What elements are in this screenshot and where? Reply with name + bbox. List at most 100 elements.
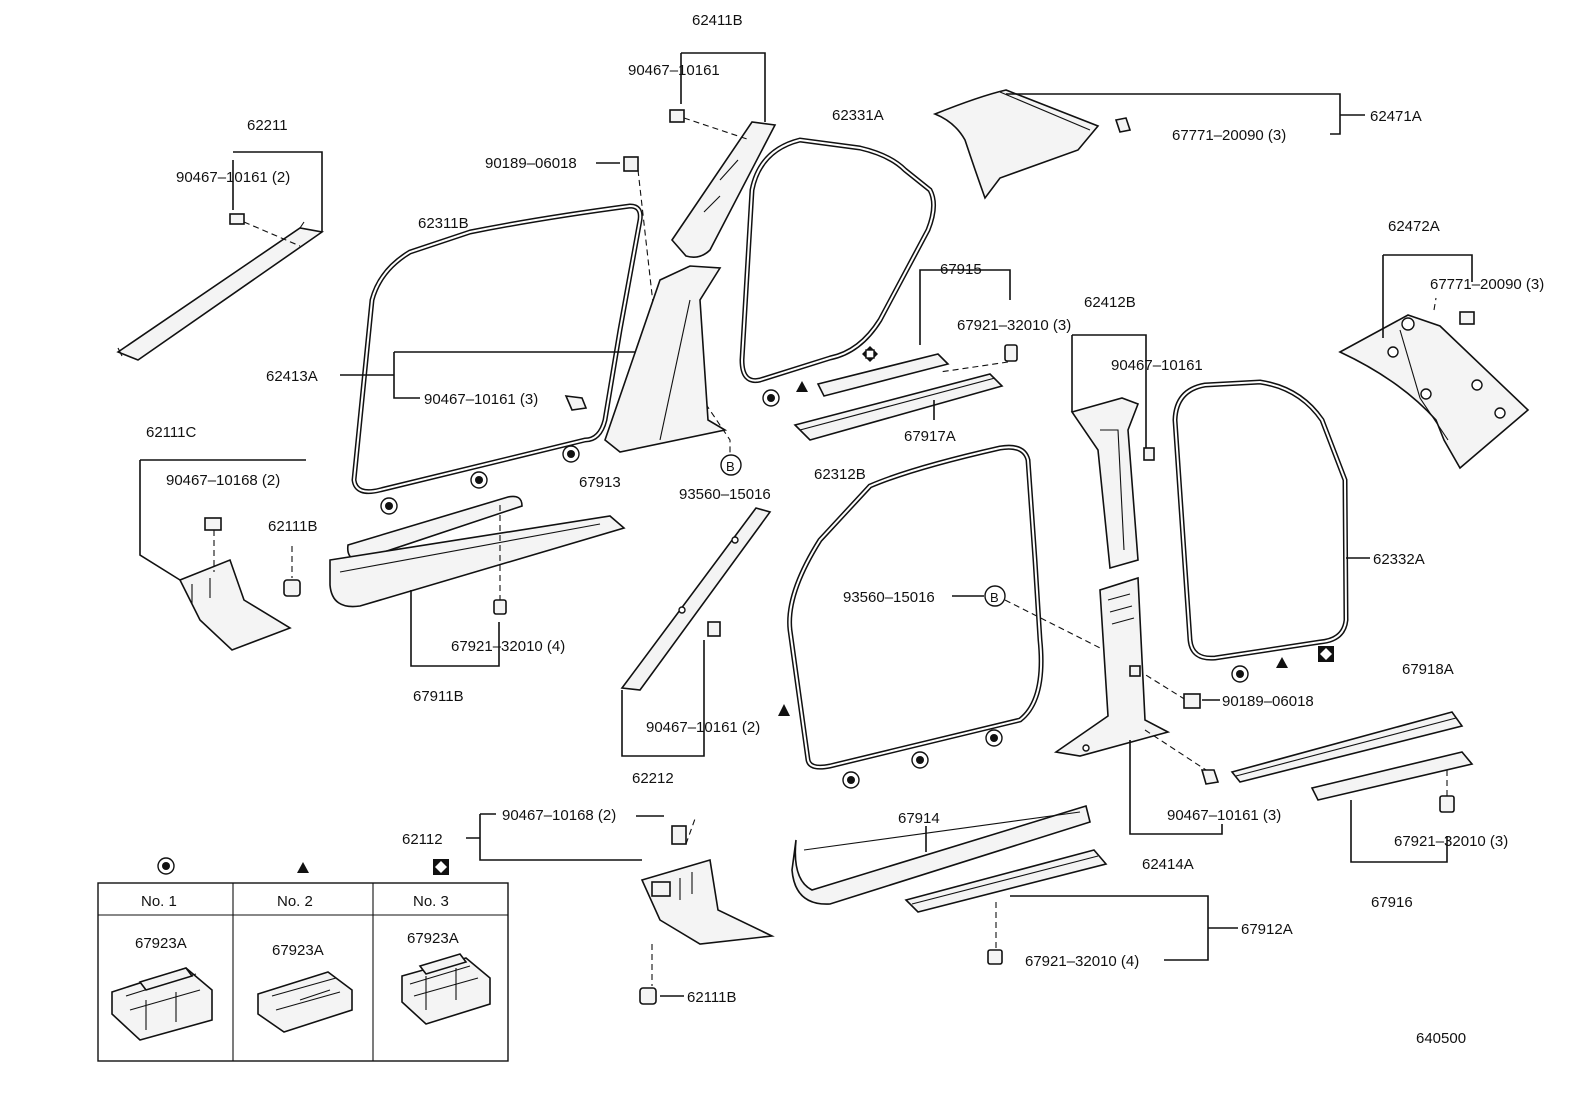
part-62112 xyxy=(640,825,775,945)
letter-B-a: B xyxy=(726,459,735,474)
label-67917A: 67917A xyxy=(904,428,956,445)
label-67915: 67915 xyxy=(940,261,982,278)
clip-drawing-no3 xyxy=(401,953,491,1025)
bracket-62471A xyxy=(1006,93,1365,135)
legend-header-2: No. 2 xyxy=(277,893,313,910)
bracket-62412B xyxy=(1071,334,1147,448)
bracket-67912A xyxy=(1010,895,1238,961)
label-90189-06018-b: 90189–06018 xyxy=(1222,693,1314,710)
part-62471A xyxy=(932,89,1132,200)
bracket-67916 xyxy=(1350,800,1448,863)
bracket-62414A xyxy=(1129,740,1223,835)
letter-B-b: B xyxy=(990,590,999,605)
screw-67921-a xyxy=(493,599,507,615)
bracket-67911B xyxy=(410,590,500,667)
screw-67921-b xyxy=(1004,344,1018,362)
label-62212: 62212 xyxy=(632,770,674,787)
label-90467-10161-b: 90467–10161 xyxy=(1111,357,1203,374)
clip-drawing-no2 xyxy=(257,971,353,1033)
label-90467-10168-2a: 90467–10168 (2) xyxy=(166,472,280,489)
part-62212 xyxy=(620,507,772,691)
part-67917A xyxy=(793,373,1004,441)
label-90467-10161-2b: 90467–10161 (2) xyxy=(646,719,760,736)
bracket-62411B xyxy=(680,52,766,122)
label-90467-10161-3b: 90467–10161 (3) xyxy=(1167,807,1281,824)
label-93560-15016-a: 93560–15016 xyxy=(679,486,771,503)
label-62211: 62211 xyxy=(247,117,288,134)
part-67915 xyxy=(816,346,950,397)
label-67921-32010-3a: 67921–32010 (3) xyxy=(957,317,1071,334)
label-90467-10168-2b: 90467–10168 (2) xyxy=(502,807,616,824)
label-67914: 67914 xyxy=(898,810,940,827)
label-62332A: 62332A xyxy=(1373,551,1425,568)
screw-67921-c xyxy=(987,949,1003,965)
label-62112: 62112 xyxy=(402,831,443,848)
legend-header-3: No. 3 xyxy=(413,893,449,910)
legend-part-1: 67923A xyxy=(135,935,187,952)
label-67913: 67913 xyxy=(579,474,621,491)
label-62411B: 62411B xyxy=(692,12,743,29)
label-62111C: 62111C xyxy=(146,424,196,441)
label-90189-06018-a: 90189–06018 xyxy=(485,155,577,172)
part-62211 xyxy=(116,213,325,361)
label-67916: 67916 xyxy=(1371,894,1413,911)
part-62311B xyxy=(351,203,643,515)
part-62312B xyxy=(787,444,1044,789)
label-67771-20090-3a: 67771–20090 (3) xyxy=(1172,127,1286,144)
dash-62112-top xyxy=(685,815,697,845)
legend-table xyxy=(97,882,509,1062)
label-62311B: 62311B xyxy=(418,215,469,232)
clip-drawing-no1 xyxy=(111,967,213,1041)
label-67921-32010-3b: 67921–32010 (3) xyxy=(1394,833,1508,850)
dash-67921-b xyxy=(939,361,1009,373)
label-62331A: 62331A xyxy=(832,107,884,124)
triangle-mark-a xyxy=(778,704,790,716)
part-62111C xyxy=(178,517,292,651)
label-62414A: 62414A xyxy=(1142,856,1194,873)
part-62414A xyxy=(1053,576,1171,757)
part-62412B xyxy=(1070,397,1155,570)
dash-62472A xyxy=(1433,297,1437,311)
part-67914 xyxy=(791,804,1091,905)
bracket-62472A xyxy=(1382,254,1473,338)
part-67916 xyxy=(1310,751,1474,813)
label-67911B: 67911B xyxy=(413,688,464,705)
label-67918A: 67918A xyxy=(1402,661,1454,678)
bracket-62413A xyxy=(340,351,655,399)
part-62332A xyxy=(1172,379,1349,683)
label-67921-32010-4b: 67921–32010 (4) xyxy=(1025,953,1139,970)
label-90467-10161-2: 90467–10161 (2) xyxy=(176,169,290,186)
clip-62111B-b xyxy=(639,987,657,1005)
clip-62111B-a xyxy=(283,546,301,597)
symbol-B-b: B xyxy=(984,585,1006,607)
label-67912A: 67912A xyxy=(1241,921,1293,938)
legend-header-1: No. 1 xyxy=(141,893,177,910)
clip-90189-a xyxy=(623,156,639,172)
label-62111B-a: 62111B xyxy=(268,518,318,535)
label-62312B: 62312B xyxy=(814,466,866,483)
label-62412B: 62412B xyxy=(1084,294,1136,311)
label-62471A: 62471A xyxy=(1370,108,1422,125)
bracket-62111C xyxy=(139,459,306,581)
label-62111B-b: 62111B xyxy=(687,989,737,1006)
legend-part-3: 67923A xyxy=(407,930,459,947)
legend-triangle-icon xyxy=(297,862,309,873)
bracket-62112 xyxy=(466,813,642,861)
part-center-pillar-lower xyxy=(604,265,728,453)
legend-part-2: 67923A xyxy=(272,942,324,959)
part-62472A xyxy=(1338,311,1530,470)
label-90467-10161-3a: 90467–10161 (3) xyxy=(424,391,538,408)
part-67918A xyxy=(1230,711,1464,783)
part-62411B xyxy=(669,109,777,258)
bracket-67915 xyxy=(919,269,1011,345)
bracket-62211 xyxy=(232,151,323,232)
legend-symbols xyxy=(157,857,449,875)
dash-93560-b xyxy=(1004,599,1187,701)
symbol-B-a: B xyxy=(720,454,742,476)
label-93560-15016-b: 93560–15016 xyxy=(843,589,935,606)
bracket-62212 xyxy=(621,640,705,757)
part-67913 xyxy=(329,495,626,608)
label-62472A: 62472A xyxy=(1388,218,1440,235)
